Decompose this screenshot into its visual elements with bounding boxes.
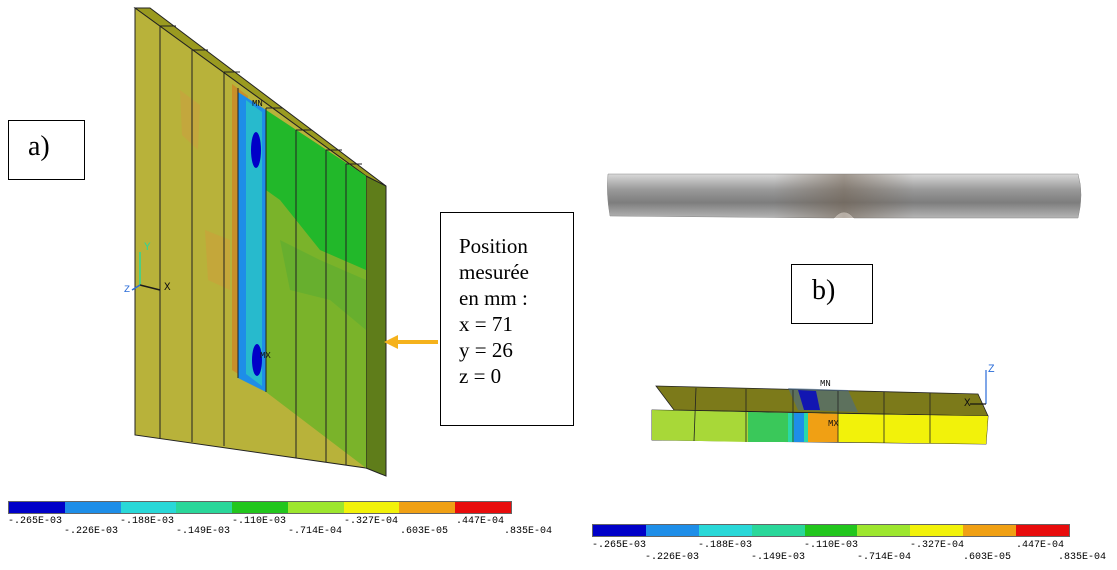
legend-tick: -.327E-04	[910, 540, 965, 551]
legend-tick: -.226E-03	[645, 552, 700, 563]
legend-tick: .603E-05	[400, 526, 449, 537]
color-segment	[64, 502, 121, 513]
color-segment	[120, 502, 177, 513]
legend-tick: -.110E-03	[232, 516, 287, 527]
color-segment	[399, 502, 456, 513]
legend-tick: .603E-05	[963, 552, 1012, 563]
axis-x-label: X	[164, 282, 171, 294]
axis-z-label-b: Z	[988, 364, 995, 376]
color-segment	[804, 525, 858, 536]
legend-tick: .835E-04	[1058, 552, 1107, 563]
plate-3d-model-a: Y X Z MN MX	[124, 7, 387, 477]
mn-marker-b: MN	[820, 379, 831, 389]
legend-tick: -.714E-04	[288, 526, 343, 537]
legend-tick: -.149E-03	[751, 552, 806, 563]
position-line: x = 71	[459, 312, 513, 336]
legend-tick: -.327E-04	[344, 516, 399, 527]
position-line: y = 26	[459, 338, 513, 362]
axis-y-label: Y	[144, 242, 151, 254]
mn-marker: MN	[252, 99, 263, 109]
color-segment	[232, 502, 288, 513]
label-a: a)	[28, 131, 50, 162]
color-segment	[455, 502, 512, 513]
position-line: en mm :	[459, 286, 528, 310]
position-arrow	[384, 335, 438, 349]
axis-x-label-b: X	[964, 398, 971, 410]
label-b-box: b)	[791, 264, 873, 324]
legend-tick: -.110E-03	[804, 540, 859, 551]
color-segment	[593, 525, 646, 536]
mx-marker: MX	[260, 351, 271, 361]
bar-3d-model-b: Z X MN MX	[651, 364, 995, 445]
legend-tick: .447E-04	[1016, 540, 1065, 551]
legend-tick: -.188E-03	[120, 516, 175, 527]
color-segment	[176, 502, 233, 513]
legend-tick: -.149E-03	[176, 526, 231, 537]
color-segment	[343, 502, 400, 513]
min-spot	[251, 132, 261, 168]
color-segment	[645, 525, 699, 536]
z-axis-line	[131, 284, 141, 291]
legend-tick: .835E-04	[504, 526, 553, 537]
axis-z-label: Z	[124, 285, 130, 296]
legend-tick: -.265E-03	[8, 516, 63, 527]
color-segment	[910, 525, 964, 536]
position-line: mesurée	[459, 260, 529, 284]
color-segment	[963, 525, 1017, 536]
legend-tick: .447E-04	[456, 516, 505, 527]
position-info-text: Position mesurée en mm : x = 71 y = 26 z…	[459, 233, 529, 389]
color-segment	[287, 502, 344, 513]
welded-specimen-photo	[607, 173, 1082, 219]
color-segment	[751, 525, 805, 536]
legend-tick: -.188E-03	[698, 540, 753, 551]
mx-marker-b: MX	[828, 419, 839, 429]
x-axis-line	[139, 284, 161, 291]
label-b: b)	[812, 275, 836, 306]
color-segment	[857, 525, 911, 536]
legend-tick: -.265E-03	[592, 540, 647, 551]
color-segment	[1016, 525, 1070, 536]
position-line: Position	[459, 234, 528, 258]
color-segment	[9, 502, 65, 513]
legend-tick: -.714E-04	[857, 552, 912, 563]
legend-tick: -.226E-03	[64, 526, 119, 537]
color-bar-a	[8, 501, 512, 514]
position-info-box: Position mesurée en mm : x = 71 y = 26 z…	[440, 212, 574, 426]
label-a-box: a)	[8, 120, 85, 180]
color-bar-b	[592, 524, 1070, 537]
position-line: z = 0	[459, 364, 502, 388]
color-segment	[698, 525, 752, 536]
